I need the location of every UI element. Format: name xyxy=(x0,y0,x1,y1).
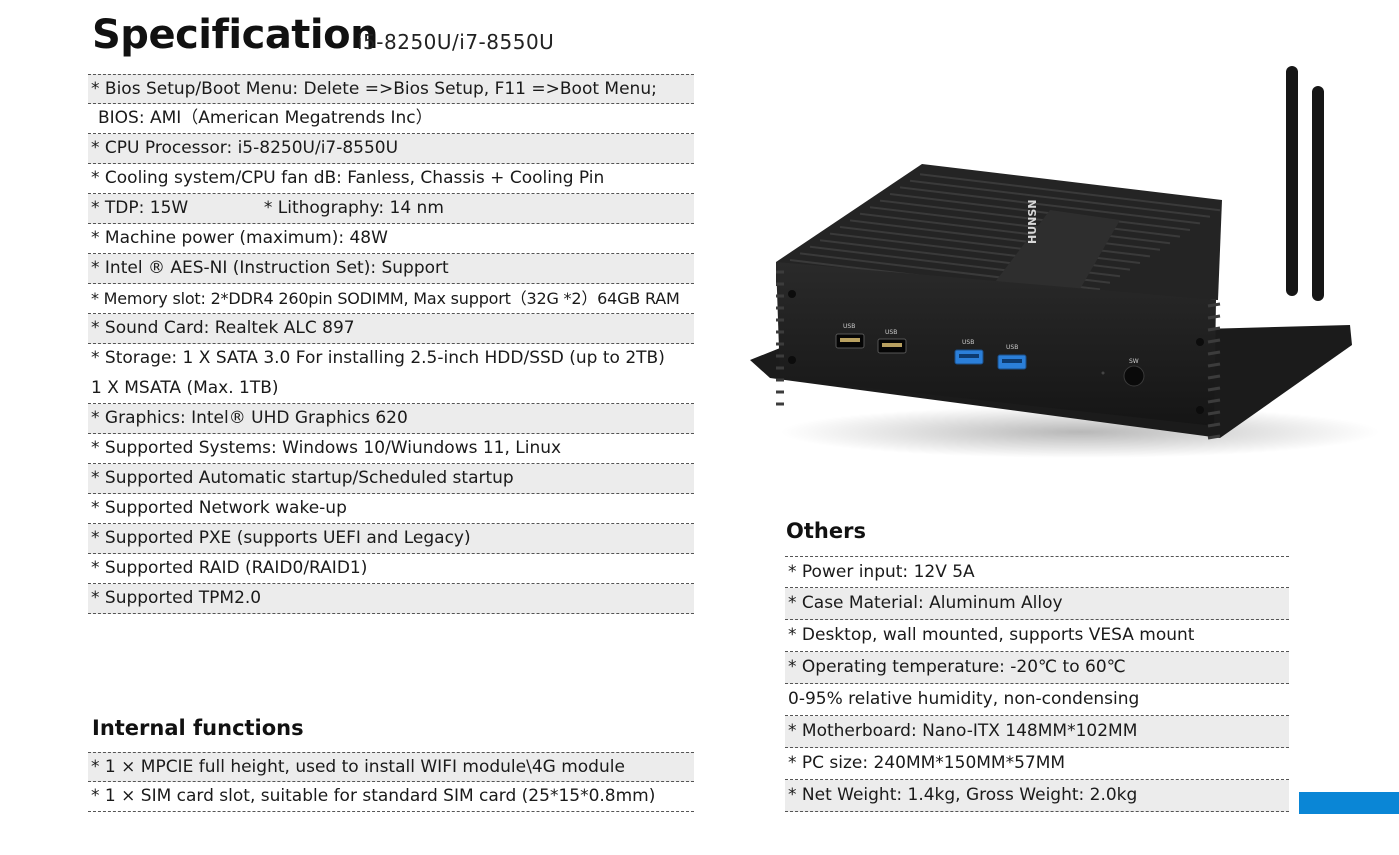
spec-row: * Supported TPM2.0 xyxy=(88,584,694,614)
spec-row: * Intel ® AES-NI (Instruction Set): Supp… xyxy=(88,254,694,284)
spec-table: * Bios Setup/Boot Menu: Delete =>Bios Se… xyxy=(88,74,694,614)
spec-row: * Supported Network wake-up xyxy=(88,494,694,524)
spec-row: * Memory slot: 2*DDR4 260pin SODIMM, Max… xyxy=(88,284,694,314)
power-button xyxy=(1123,365,1145,387)
others-heading: Others xyxy=(786,519,866,543)
spec-row: * Machine power (maximum): 48W xyxy=(88,224,694,254)
svg-text:USB: USB xyxy=(885,329,897,336)
internal-functions-heading: Internal functions xyxy=(92,716,304,740)
antenna xyxy=(1312,86,1324,301)
internal-functions-table: * 1 × MPCIE full height, used to install… xyxy=(88,752,694,812)
internal-row: * 1 × SIM card slot, suitable for standa… xyxy=(88,782,694,812)
accent-bar xyxy=(1299,792,1399,814)
spec-row: * Bios Setup/Boot Menu: Delete =>Bios Se… xyxy=(88,74,694,104)
page-title: Specification xyxy=(92,12,379,58)
spec-row: * Supported Systems: Windows 10/Wiundows… xyxy=(88,434,694,464)
others-row: * Desktop, wall mounted, supports VESA m… xyxy=(785,620,1289,652)
spec-row: * Sound Card: Realtek ALC 897 xyxy=(88,314,694,344)
others-row: 0-95% relative humidity, non-condensing xyxy=(785,684,1289,716)
others-row: * Operating temperature: -20℃ to 60℃ xyxy=(785,652,1289,684)
page-subtitle: i5-8250U/i7-8550U xyxy=(357,30,555,54)
internal-row: * 1 × MPCIE full height, used to install… xyxy=(88,752,694,782)
usb2-port: USB xyxy=(835,323,865,349)
mini-pc-image: HUNSN USB USB USB USB SW xyxy=(750,66,1380,458)
others-row: * Motherboard: Nano-ITX 148MM*102MM xyxy=(785,716,1289,748)
svg-text:USB: USB xyxy=(962,339,974,346)
usb3-port: USB xyxy=(997,344,1027,370)
spec-row: * Supported RAID (RAID0/RAID1) xyxy=(88,554,694,584)
usb3-port: USB xyxy=(954,339,984,365)
others-row: * Net Weight: 1.4kg, Gross Weight: 2.0kg xyxy=(785,780,1289,812)
spec-row: 1 X MSATA (Max. 1TB) xyxy=(88,374,694,404)
spec-row: * TDP: 15W * Lithography: 14 nm xyxy=(88,194,694,224)
spec-row: * Cooling system/CPU fan dB: Fanless, Ch… xyxy=(88,164,694,194)
svg-text:USB: USB xyxy=(1006,344,1018,351)
spec-row: * CPU Processor: i5-8250U/i7-8550U xyxy=(88,134,694,164)
usb2-port: USB xyxy=(877,329,907,354)
brand-logo: HUNSN xyxy=(1026,200,1039,244)
spec-row: * Supported PXE (supports UEFI and Legac… xyxy=(88,524,694,554)
switch-label: SW xyxy=(1129,358,1139,365)
spec-row: * Storage: 1 X SATA 3.0 For installing 2… xyxy=(91,348,665,368)
others-row: * PC size: 240MM*150MM*57MM xyxy=(785,748,1289,780)
spec-row: * Supported Automatic startup/Scheduled … xyxy=(88,464,694,494)
antenna xyxy=(1286,66,1298,296)
spec-row: * Graphics: Intel® UHD Graphics 620 xyxy=(88,404,694,434)
spec-row: BIOS: AMI（American Megatrends Inc） xyxy=(88,104,694,134)
others-row: * Case Material: Aluminum Alloy xyxy=(785,588,1289,620)
others-table: * Power input: 12V 5A * Case Material: A… xyxy=(785,556,1289,812)
others-row: * Power input: 12V 5A xyxy=(785,556,1289,588)
svg-text:USB: USB xyxy=(843,323,855,330)
